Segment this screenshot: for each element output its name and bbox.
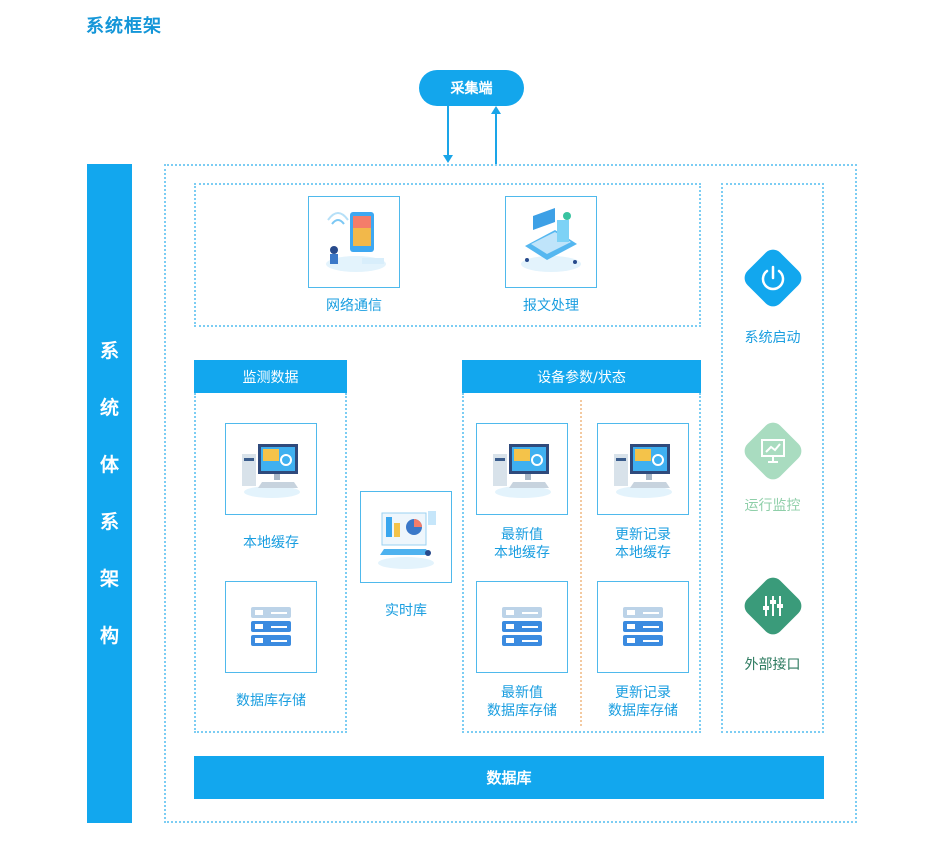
side-char: 系: [99, 339, 119, 362]
latest-db-label: 最新值 数据库存储: [462, 684, 582, 720]
monitor-local-cache-label: 本地缓存: [243, 535, 299, 551]
arrow-down-line: [447, 106, 449, 156]
message-processing-icon: [521, 207, 581, 272]
latest-db-line1: 最新值: [501, 685, 543, 701]
history-cache-label: 更新记录 本地缓存: [582, 526, 704, 562]
history-db-label: 更新记录 数据库存储: [582, 684, 704, 720]
computer-icon: [242, 444, 300, 498]
realtime-db-tile: [360, 491, 452, 583]
history-cache-line2: 本地缓存: [615, 545, 671, 561]
network-communication-tile: [308, 196, 400, 288]
system-architecture-bar: 系 统 体 系 架 构: [87, 164, 132, 823]
latest-cache-label: 最新值 本地缓存: [462, 526, 582, 562]
power-icon: [761, 265, 785, 291]
computer-icon: [493, 444, 551, 498]
message-processing-label: 报文处理: [523, 298, 579, 314]
realtime-dashboard-icon: [378, 511, 436, 569]
server-icon: [502, 607, 542, 646]
network-communication-label: 网络通信: [326, 298, 382, 314]
runtime-monitor-icon-wrap: [750, 428, 796, 474]
system-start-label: 系统启动: [744, 330, 801, 346]
outer-frame: [164, 164, 857, 823]
arrow-down-head: [443, 155, 453, 163]
latest-cache-line1: 最新值: [501, 527, 543, 543]
latest-db-tile: [476, 581, 568, 673]
server-icon: [251, 607, 291, 646]
side-char: 构: [99, 624, 119, 647]
external-interface-icon-wrap: [750, 583, 796, 629]
server-icon: [623, 607, 663, 646]
system-start-icon-wrap: [750, 255, 796, 301]
device-params-frame: [462, 393, 701, 733]
monitor-chart-icon: [761, 439, 785, 463]
monitor-db-storage-label: 数据库存储: [236, 693, 306, 709]
side-char: 体: [99, 453, 119, 476]
interface-sliders-icon: [763, 596, 783, 616]
side-char: 统: [99, 396, 119, 419]
latest-cache-line2: 本地缓存: [494, 545, 550, 561]
external-interface-label: 外部接口: [744, 657, 801, 673]
device-params-header: 设备参数/状态: [462, 360, 701, 393]
message-processing-tile: [505, 196, 597, 288]
realtime-db-label: 实时库: [385, 603, 427, 619]
top-modules-frame: [194, 183, 701, 327]
history-cache-line1: 更新记录: [615, 527, 671, 543]
latest-cache-tile: [476, 423, 568, 515]
device-divider: [580, 400, 582, 726]
history-db-tile: [597, 581, 689, 673]
computer-icon: [614, 444, 672, 498]
monitor-data-frame: [194, 393, 347, 733]
runtime-monitor-label: 运行监控: [744, 498, 801, 514]
history-db-line2: 数据库存储: [608, 703, 678, 719]
right-panel-frame: [721, 183, 824, 733]
history-db-line1: 更新记录: [615, 685, 671, 701]
arrow-up-line: [495, 114, 497, 164]
latest-db-line2: 数据库存储: [487, 703, 557, 719]
page-title: 系统框架: [86, 16, 162, 37]
monitor-db-storage-tile: [225, 581, 317, 673]
monitor-data-header: 监测数据: [194, 360, 347, 393]
monitor-local-cache-tile: [225, 423, 317, 515]
network-communication-icon: [326, 212, 386, 272]
side-char: 架: [99, 567, 119, 590]
collector-node: 采集端: [419, 70, 524, 106]
side-char: 系: [99, 510, 119, 533]
database-bar: 数据库: [194, 756, 824, 799]
arrow-up-head: [491, 106, 501, 114]
history-cache-tile: [597, 423, 689, 515]
